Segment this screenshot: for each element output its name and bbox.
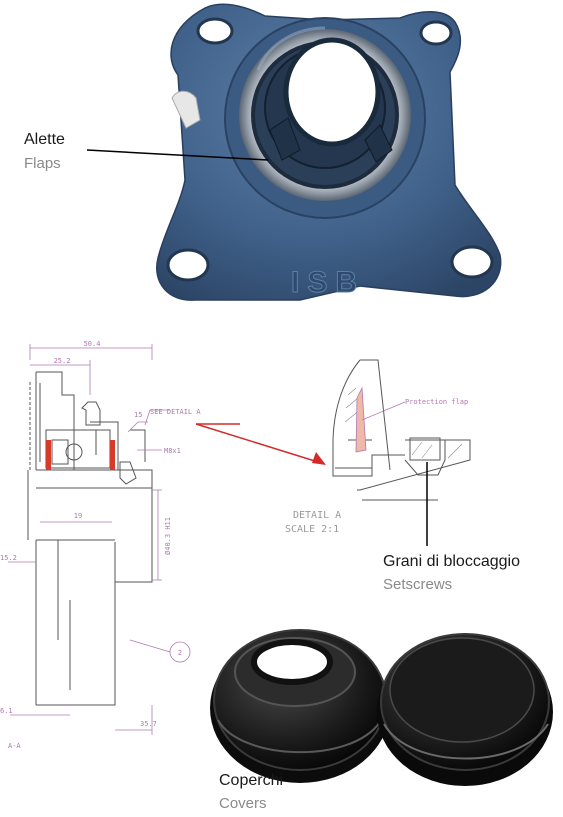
mounting-hole — [450, 245, 494, 279]
cover-closed — [377, 633, 553, 786]
mounting-hole — [419, 20, 453, 46]
balloon-number: 2 — [178, 649, 182, 657]
detail-title: DETAIL A — [293, 510, 341, 521]
dim-25-2: 25.2 — [54, 357, 71, 365]
flap — [364, 124, 393, 163]
bearing-bore — [283, 37, 381, 147]
seal-red — [46, 440, 51, 470]
section-label: A-A — [8, 742, 21, 750]
flap-annotation-leader — [361, 401, 406, 421]
balloon-marker — [169, 641, 191, 663]
cover-open — [210, 629, 390, 783]
see-detail-ref: SEE DETAIL A — [150, 408, 201, 416]
flap — [269, 117, 301, 161]
flaps-label-en: Flaps — [24, 155, 61, 172]
dim-50-4: 50.4 — [84, 340, 101, 348]
detail-geometry — [332, 359, 471, 501]
housing-marking: ISB — [291, 266, 365, 299]
ball — [65, 443, 83, 461]
dim-35-7: 35.7 — [140, 720, 157, 728]
detail-scale: SCALE 2:1 — [285, 524, 339, 535]
grease-nipple — [171, 90, 201, 129]
housing — [156, 3, 502, 301]
dim-m8x1: M8x1 — [164, 447, 181, 455]
dim-15-2: 15.2 — [0, 554, 17, 562]
dim-19: 19 — [74, 512, 82, 520]
mounting-hole — [166, 248, 210, 282]
cover-hole — [251, 639, 333, 685]
dimension-lines — [8, 344, 171, 735]
setscrews-label-en: Setscrews — [383, 576, 453, 593]
dim-15: 15 — [134, 411, 142, 419]
mounting-hole — [196, 17, 234, 45]
flaps-leader-line — [86, 149, 269, 161]
detail-arrow-line — [195, 423, 319, 463]
protection-flap-shape — [355, 386, 367, 453]
flaps-label-it: Alette — [24, 131, 65, 148]
detail-arrow-head — [312, 452, 326, 465]
covers-label-it: Coperchi — [219, 772, 284, 789]
protection-flap-annotation: Protection flap — [405, 398, 468, 406]
seal-red — [110, 440, 115, 470]
dim-6-1: 6.1 — [0, 707, 13, 715]
setscrews-label-it: Grani di bloccaggio — [383, 553, 520, 570]
covers-label-en: Covers — [219, 795, 267, 812]
dim-bore: Ø40.3 H11 — [164, 517, 172, 555]
